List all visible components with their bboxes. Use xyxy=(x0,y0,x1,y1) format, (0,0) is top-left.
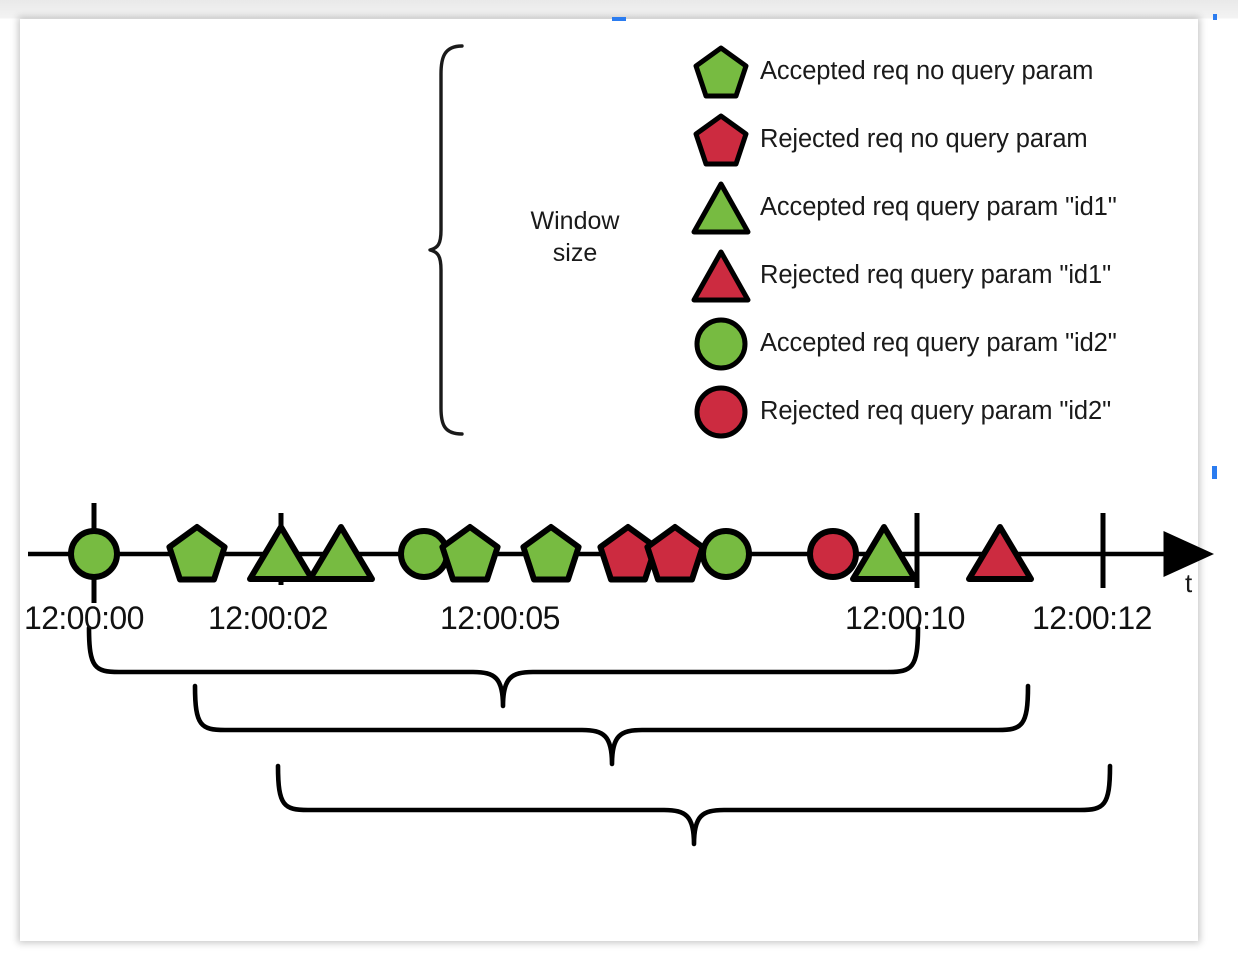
window-size-label-line1: Window xyxy=(530,207,620,235)
legend-item-accepted-id1[interactable]: Accepted req query param "id1" xyxy=(690,174,1170,242)
sliding-window-brace-2 xyxy=(192,683,1031,767)
legend-item-accepted-no-param[interactable]: Accepted req no query param xyxy=(690,38,1170,106)
legend-item-accepted-id2[interactable]: Accepted req query param "id2" xyxy=(690,310,1170,378)
legend-item-rejected-id1[interactable]: Rejected req query param "id1" xyxy=(690,242,1170,310)
selection-handle-top[interactable] xyxy=(612,17,626,21)
selection-handle-right[interactable] xyxy=(1212,466,1217,479)
window-size-brace xyxy=(428,44,464,436)
timeline-marker-accepted-triangle xyxy=(307,524,375,582)
timeline-marker-rejected-pentagon xyxy=(644,524,706,583)
legend: Accepted req no query param Rejected req… xyxy=(690,38,1170,446)
timeline-marker-accepted-circle xyxy=(68,528,120,580)
tick-label-12-00-02: 12:00:02 xyxy=(208,600,328,636)
slide-page xyxy=(20,19,1198,941)
tick-label-12-00-12: 12:00:12 xyxy=(1032,600,1152,636)
legend-item-rejected-no-param[interactable]: Rejected req no query param xyxy=(690,106,1170,174)
selection-handle-top-right[interactable] xyxy=(1213,14,1217,20)
legend-label: Accepted req query param "id1" xyxy=(760,193,1117,222)
legend-label: Rejected req query param "id1" xyxy=(760,261,1112,290)
timeline-marker-rejected-triangle xyxy=(966,524,1034,582)
red-triangle-icon xyxy=(690,245,752,307)
sliding-window-braces xyxy=(86,625,1113,847)
window-size-label-line2: size xyxy=(552,239,598,267)
window-size-label: Window size xyxy=(505,205,645,269)
legend-label: Rejected req no query param xyxy=(760,125,1088,154)
timeline-marker-accepted-pentagon xyxy=(520,524,582,583)
red-circle-icon xyxy=(690,381,752,443)
green-pentagon-icon xyxy=(690,41,752,103)
timeline-marker-rejected-circle xyxy=(807,528,859,580)
axis-label-t: t xyxy=(1185,568,1193,598)
red-pentagon-icon xyxy=(690,109,752,171)
timeline-marker-accepted-pentagon xyxy=(166,524,228,583)
timeline-marker-accepted-triangle xyxy=(850,524,918,582)
green-circle-icon xyxy=(690,313,752,375)
legend-label: Rejected req query param "id2" xyxy=(760,397,1112,426)
timeline-marker-accepted-pentagon xyxy=(439,524,501,583)
tick-label-12-00-00: 12:00:00 xyxy=(24,600,144,636)
tick-label-12-00-05: 12:00:05 xyxy=(440,600,560,636)
sliding-window-brace-1 xyxy=(86,625,921,709)
legend-label: Accepted req no query param xyxy=(760,57,1094,86)
timeline-marker-accepted-circle xyxy=(398,528,450,580)
legend-item-rejected-id2[interactable]: Rejected req query param "id2" xyxy=(690,378,1170,446)
legend-label: Accepted req query param "id2" xyxy=(760,329,1117,358)
green-triangle-icon xyxy=(690,177,752,239)
tick-label-12-00-10: 12:00:10 xyxy=(845,600,965,636)
timeline-marker-accepted-circle xyxy=(700,528,752,580)
timeline-markers xyxy=(68,524,1034,583)
timeline-marker-accepted-triangle xyxy=(247,524,315,582)
sliding-window-brace-3 xyxy=(275,763,1113,847)
